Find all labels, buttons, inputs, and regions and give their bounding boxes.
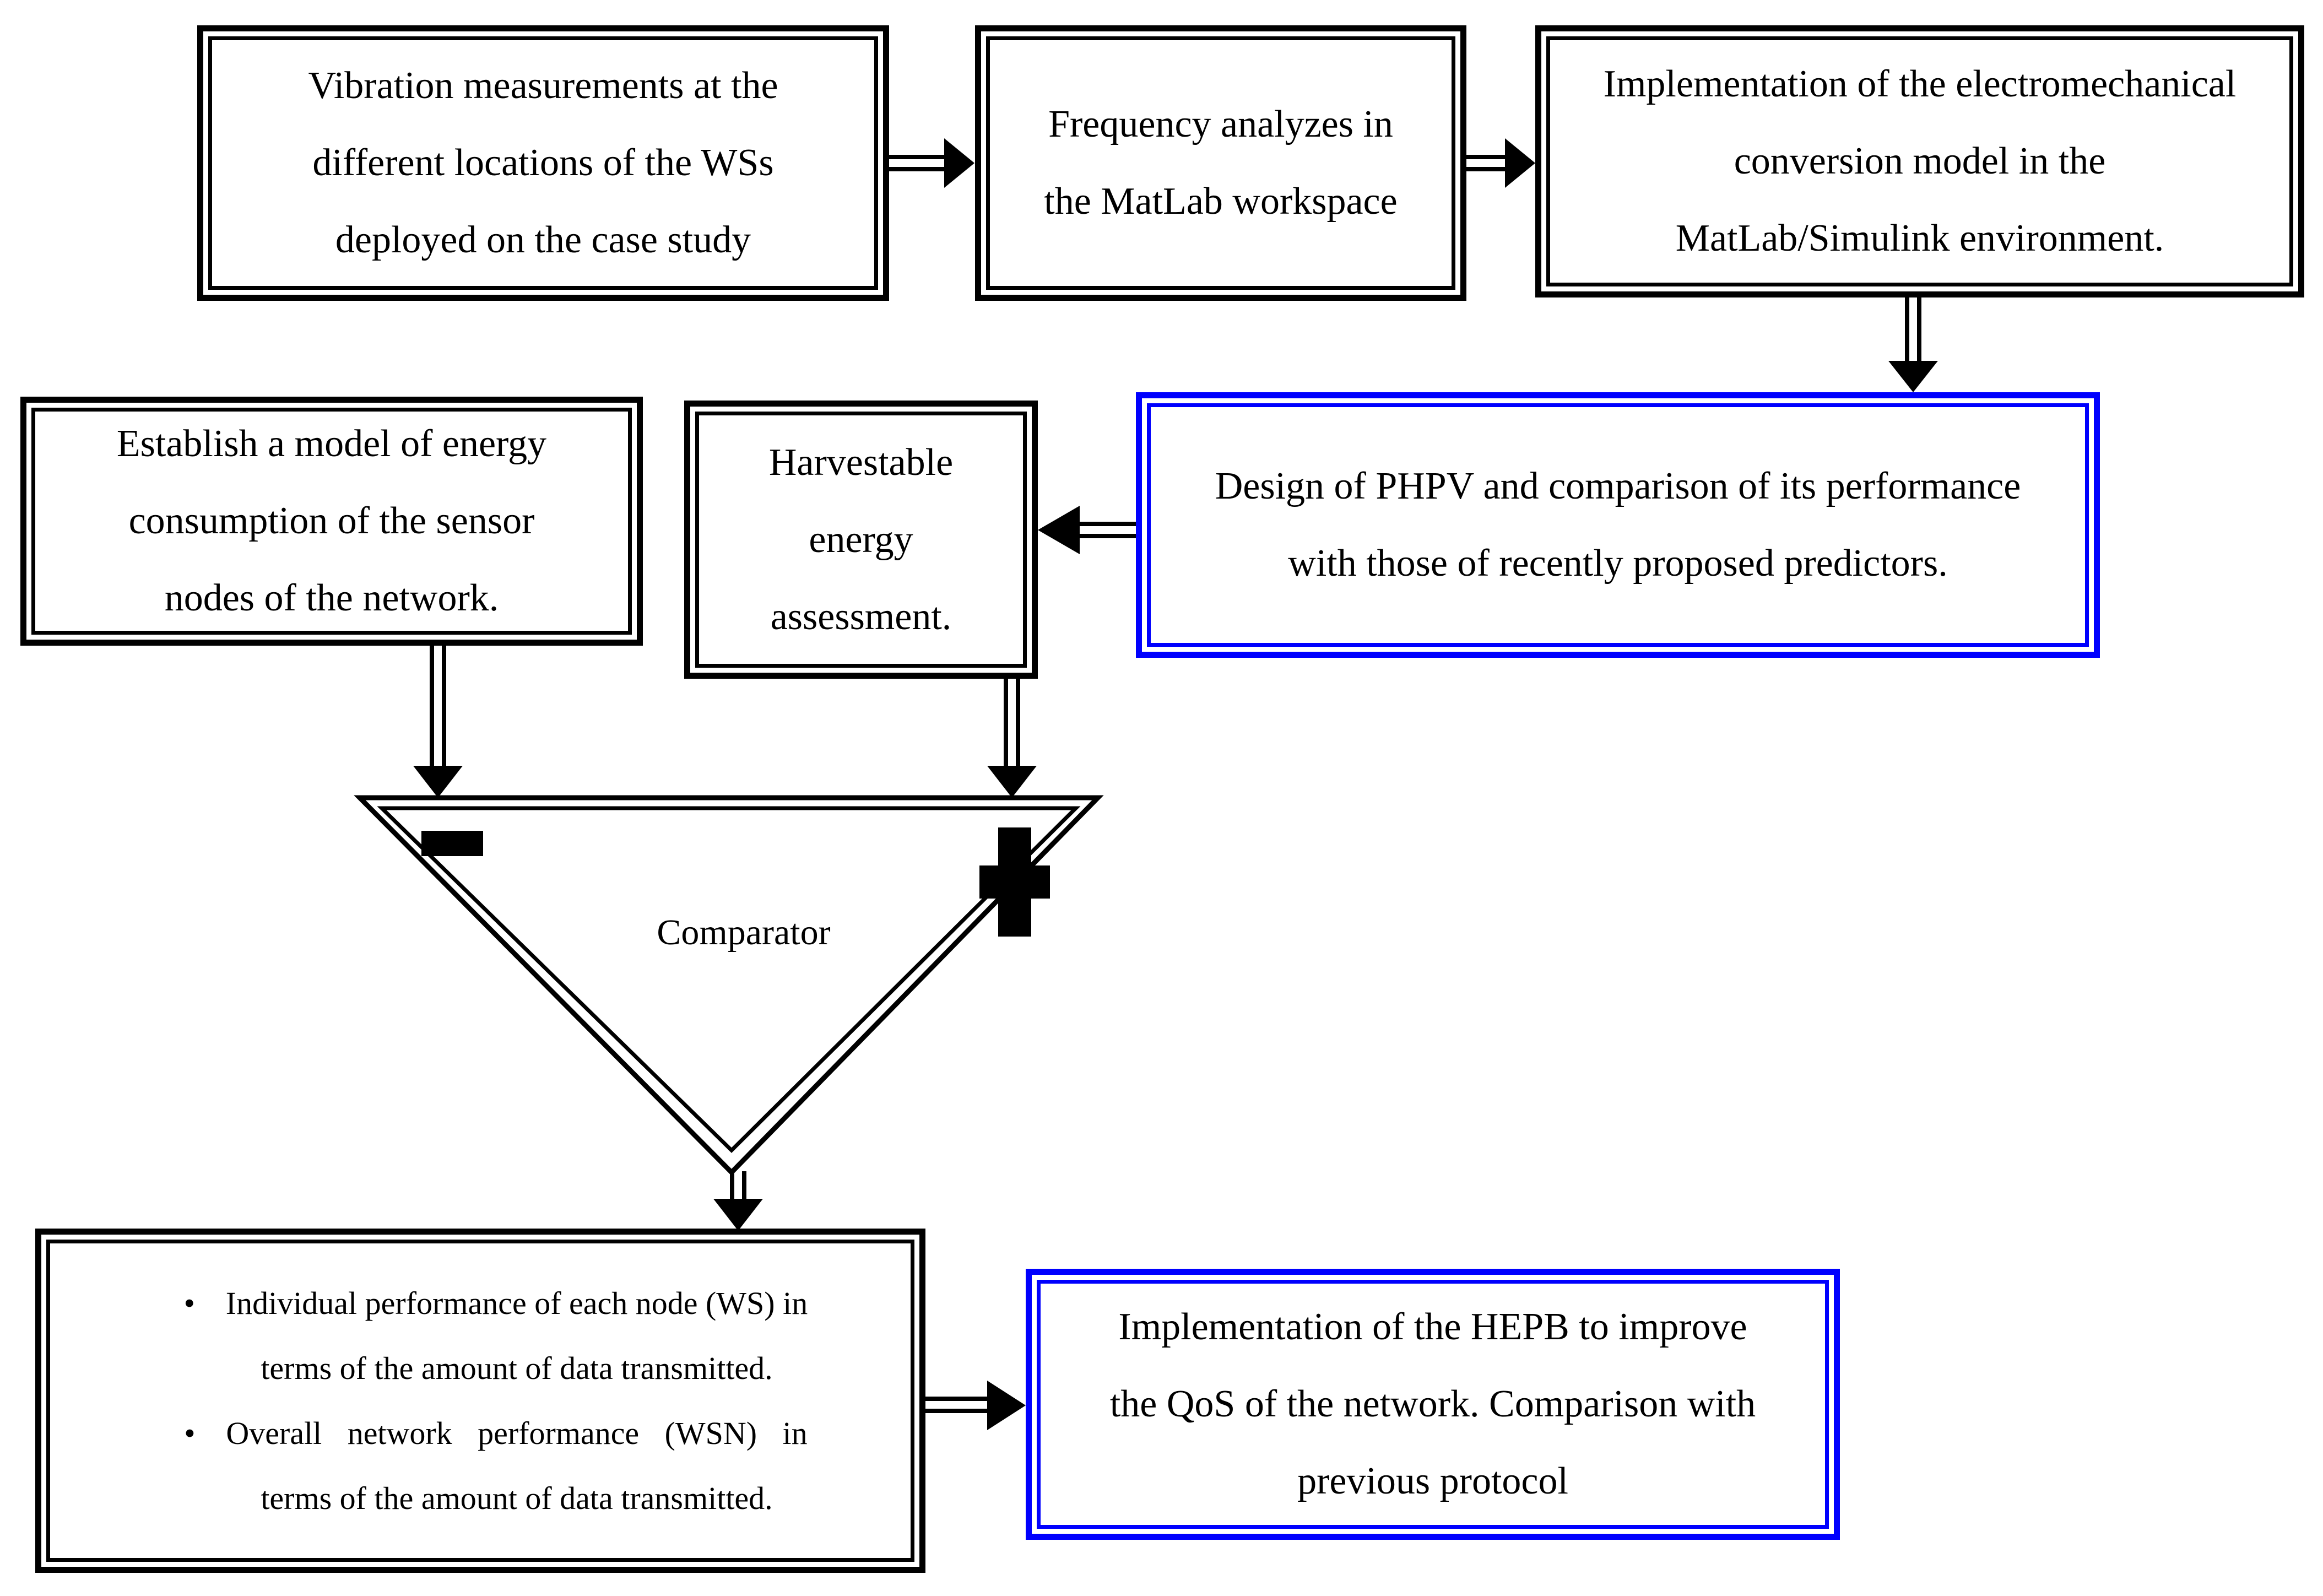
- node-line: assessment.: [770, 595, 952, 638]
- arrow-vibration-to-frequency-head: [944, 138, 974, 188]
- node-line: with those of recently proposed predicto…: [1288, 542, 1948, 585]
- arrow-frequency-to-implementation-head: [1505, 138, 1535, 188]
- node-line: conversion model in the: [1734, 140, 2106, 182]
- node-line: deployed on the case study: [335, 219, 751, 261]
- plus-sign: [979, 827, 1050, 937]
- node-results: • Individual performance of each node (W…: [35, 1229, 925, 1573]
- node-harvestable-inner: Harvestable energy assessment.: [695, 412, 1027, 668]
- arrow-harvestable-to-comparator-shaft: [1004, 679, 1020, 766]
- node-line: Design of PHPV and comparison of its per…: [1215, 465, 2021, 507]
- node-line: different locations of the WSs: [312, 142, 774, 184]
- node-line: the MatLab workspace: [1044, 180, 1398, 223]
- arrow-design-to-harvestable-head: [1038, 506, 1080, 554]
- node-line: nodes of the network.: [164, 577, 499, 619]
- node-line: the QoS of the network. Comparison with: [1109, 1383, 1756, 1425]
- node-vibration-measurements: Vibration measurements at the different …: [197, 25, 889, 301]
- node-line: Harvestable: [768, 441, 954, 484]
- bullet-line: Individual performance of each node (WS)…: [225, 1285, 808, 1321]
- node-line: consumption of the sensor: [128, 500, 535, 542]
- node-line: energy: [809, 518, 913, 561]
- arrow-comparator-to-results-shaft: [730, 1171, 746, 1199]
- node-harvestable-energy: Harvestable energy assessment.: [684, 401, 1038, 679]
- bullet-text: Individual performance of each node (WS)…: [226, 1271, 808, 1401]
- arrow-comparator-to-results-head: [713, 1199, 763, 1231]
- node-line: Frequency analyzes in: [1048, 103, 1393, 145]
- bullet-icon: •: [183, 1285, 195, 1321]
- node-line: Implementation of the electromechanical: [1603, 63, 2237, 105]
- node-energy-consumption-inner: Establish a model of energy consumption …: [31, 408, 632, 635]
- node-frequency-inner: Frequency analyzes in the MatLab workspa…: [986, 36, 1455, 290]
- comparator-triangle: [354, 795, 1104, 1176]
- node-hepb-inner: Implementation of the HEPB to improve th…: [1037, 1280, 1829, 1529]
- bullet-line: terms of the amount of data transmitted.: [261, 1350, 773, 1386]
- node-line: MatLab/Simulink environment.: [1675, 217, 2164, 259]
- node-hepb: Implementation of the HEPB to improve th…: [1026, 1269, 1840, 1540]
- comparator-triangle-inner: [377, 806, 1081, 1153]
- node-line: Implementation of the HEPB to improve: [1118, 1306, 1747, 1348]
- node-design-phpv: Design of PHPV and comparison of its per…: [1136, 392, 2100, 658]
- bullet-line: Overall network performance (WSN) in: [226, 1415, 808, 1451]
- list-item: • Individual performance of each node (W…: [153, 1271, 808, 1401]
- bullet-text: Overall network performance (WSN) in ter…: [226, 1401, 807, 1531]
- arrow-establish-to-comparator-head: [413, 766, 463, 798]
- arrow-establish-to-comparator-shaft: [430, 646, 446, 766]
- arrow-implementation-to-design-head: [1888, 361, 1938, 392]
- node-line: Establish a model of energy: [116, 423, 547, 465]
- arrow-results-to-hepb-head: [987, 1381, 1026, 1430]
- list-item: • Overall network performance (WSN) in t…: [153, 1401, 807, 1531]
- node-vibration-inner: Vibration measurements at the different …: [208, 36, 878, 290]
- bullet-line: terms of the amount of data transmitted.: [261, 1480, 773, 1516]
- arrow-implementation-to-design-shaft: [1905, 297, 1921, 361]
- node-line: Vibration measurements at the: [308, 64, 778, 107]
- node-electromechanical-model: Implementation of the electromechanical …: [1535, 25, 2304, 297]
- arrow-results-to-hepb-shaft: [925, 1397, 987, 1413]
- node-electromechanical-inner: Implementation of the electromechanical …: [1546, 36, 2293, 286]
- arrow-harvestable-to-comparator-head: [987, 766, 1037, 798]
- node-frequency-analyzes: Frequency analyzes in the MatLab workspa…: [975, 25, 1466, 301]
- comparator-triangle-outer: [354, 795, 1104, 1176]
- node-line: previous protocol: [1297, 1460, 1568, 1502]
- arrow-frequency-to-implementation-shaft: [1466, 155, 1505, 171]
- arrow-design-to-harvestable-shaft: [1080, 522, 1136, 538]
- arrow-vibration-to-frequency-shaft: [889, 155, 944, 171]
- minus-sign: [421, 831, 483, 856]
- plus-sign-horizontal: [979, 865, 1050, 899]
- node-energy-consumption-model: Establish a model of energy consumption …: [20, 397, 643, 646]
- node-design-phpv-inner: Design of PHPV and comparison of its per…: [1147, 403, 2089, 647]
- bullet-icon: •: [184, 1415, 196, 1451]
- comparator-label: Comparator: [657, 912, 831, 953]
- node-results-inner: • Individual performance of each node (W…: [46, 1240, 914, 1562]
